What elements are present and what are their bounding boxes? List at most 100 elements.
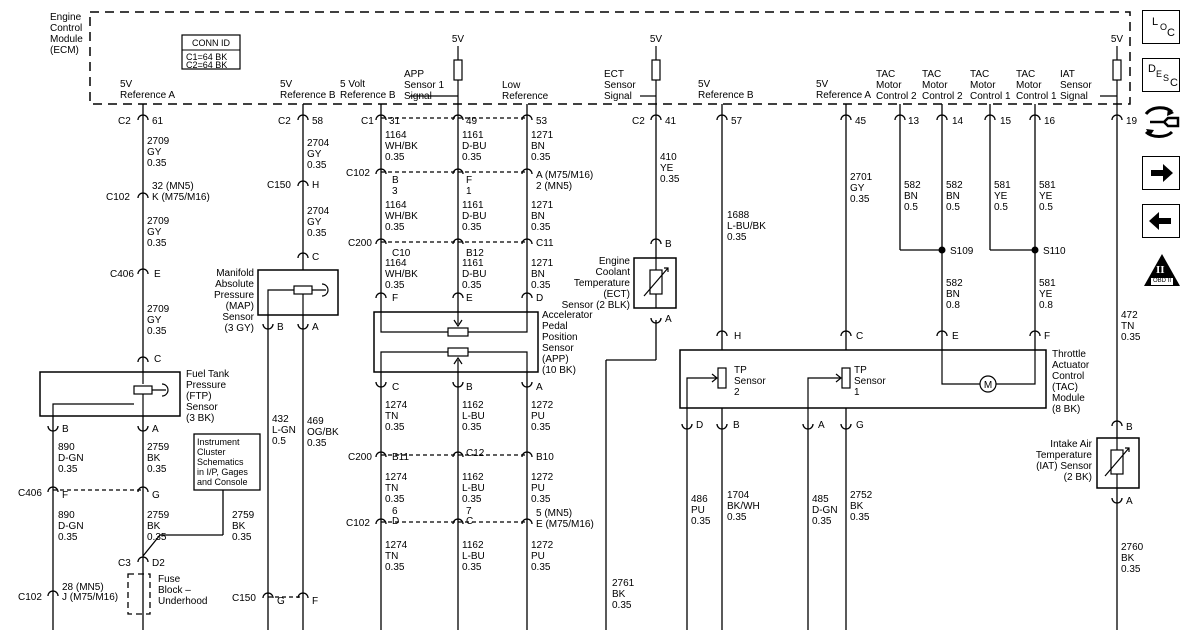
svg-text:2752: 2752 <box>850 490 873 501</box>
svg-text:Absolute: Absolute <box>215 279 254 290</box>
svg-text:C: C <box>856 331 863 342</box>
svg-text:2 (MN5): 2 (MN5) <box>536 181 572 192</box>
loc-letter: L <box>1152 16 1159 28</box>
connector-tools-icon[interactable] <box>1142 104 1182 140</box>
svg-text:0.35: 0.35 <box>1121 332 1141 343</box>
svg-text:13: 13 <box>908 116 920 127</box>
svg-text:A (M75/M16): A (M75/M16) <box>536 170 593 181</box>
svg-text:Temperature: Temperature <box>574 278 631 289</box>
svg-text:B: B <box>1126 422 1133 433</box>
svg-text:2704: 2704 <box>307 138 330 149</box>
description-button[interactable]: D E S C <box>1142 58 1180 92</box>
svg-text:0.35: 0.35 <box>531 494 551 505</box>
svg-text:G: G <box>277 596 285 607</box>
svg-text:D-BU: D-BU <box>462 211 486 222</box>
ecm-name-line: Control <box>50 23 82 34</box>
svg-text:Pedal: Pedal <box>542 321 568 332</box>
svg-text:0.35: 0.35 <box>1121 564 1141 575</box>
svg-text:Control 1: Control 1 <box>970 91 1011 102</box>
svg-text:0.35: 0.35 <box>385 422 405 433</box>
svg-text:C: C <box>312 252 319 263</box>
svg-text:582: 582 <box>946 180 963 191</box>
svg-text:L-BU: L-BU <box>462 483 485 494</box>
instrument-cluster-reference[interactable]: Instrument Cluster Schematics in I/P, Ga… <box>193 433 261 491</box>
previous-page-button[interactable] <box>1142 204 1180 238</box>
svg-text:C102: C102 <box>18 592 42 603</box>
ftp-sensor <box>39 371 181 417</box>
svg-text:D-GN: D-GN <box>58 453 84 464</box>
app-label: Accelerator Pedal Position Sensor (APP) … <box>542 310 593 376</box>
svg-text:2701: 2701 <box>850 172 873 183</box>
splice-label: S110 <box>1043 246 1066 257</box>
svg-text:1162: 1162 <box>462 400 484 411</box>
svg-text:5V: 5V <box>816 79 829 90</box>
svg-text:0.35: 0.35 <box>307 228 327 239</box>
svg-text:C12: C12 <box>466 448 485 459</box>
svg-text:WH/BK: WH/BK <box>385 141 418 152</box>
svg-text:Low: Low <box>502 80 521 91</box>
svg-text:0.35: 0.35 <box>462 222 482 233</box>
iat-label: Intake Air Temperature (IAT) Sensor (2 B… <box>1036 439 1093 483</box>
svg-text:Sensor: Sensor <box>542 343 574 354</box>
svg-text:J (M75/M16): J (M75/M16) <box>62 592 118 603</box>
svg-text:L-BU: L-BU <box>462 551 485 562</box>
svg-text:5 (MN5): 5 (MN5) <box>536 508 572 519</box>
svg-text:TAC: TAC <box>876 69 895 80</box>
svg-text:ECT: ECT <box>604 69 624 80</box>
ftp-label: Fuel Tank Pressure (FTP) Sensor (3 BK) <box>186 369 230 424</box>
obd-ii-icon[interactable]: II OBD II <box>1142 252 1182 290</box>
svg-text:L-GN: L-GN <box>272 425 296 436</box>
svg-text:0.35: 0.35 <box>812 516 832 527</box>
svg-text:1164: 1164 <box>385 258 407 269</box>
svg-text:B: B <box>277 322 284 333</box>
svg-text:D: D <box>392 516 399 527</box>
supply-label: 5V <box>452 34 465 45</box>
svg-text:0.5: 0.5 <box>946 202 960 213</box>
svg-text:GY: GY <box>307 149 322 160</box>
svg-text:A: A <box>818 420 825 431</box>
svg-text:C406: C406 <box>18 488 42 499</box>
svg-text:WH/BK: WH/BK <box>385 269 418 280</box>
svg-text:TAC: TAC <box>1016 69 1035 80</box>
svg-text:Motor: Motor <box>1016 80 1042 91</box>
svg-text:0.35: 0.35 <box>462 562 482 573</box>
svg-text:Fuse: Fuse <box>158 574 181 585</box>
svg-text:F: F <box>466 175 472 186</box>
svg-text:58: 58 <box>312 116 324 127</box>
supply-label: 5V <box>650 34 663 45</box>
fuse-block: Fuse Block – Underhood <box>127 573 207 615</box>
svg-text:1704: 1704 <box>727 490 750 501</box>
next-page-button[interactable] <box>1142 156 1180 190</box>
svg-text:C2: C2 <box>118 116 131 127</box>
svg-text:Sensor: Sensor <box>1060 80 1092 91</box>
svg-text:TAC: TAC <box>970 69 989 80</box>
svg-text:61: 61 <box>152 116 164 127</box>
svg-text:Instrument: Instrument <box>197 437 240 447</box>
svg-text:0.35: 0.35 <box>385 280 405 291</box>
svg-text:0.5: 0.5 <box>272 436 286 447</box>
svg-text:Signal: Signal <box>1060 91 1088 102</box>
ecm-name-line: Module <box>50 34 83 45</box>
svg-text:1688: 1688 <box>727 210 750 221</box>
arrow-right-icon <box>1151 164 1173 182</box>
svg-text:B11: B11 <box>392 452 409 463</box>
svg-text:BN: BN <box>946 289 960 300</box>
svg-text:0.35: 0.35 <box>385 152 405 163</box>
svg-text:B: B <box>665 239 672 250</box>
svg-text:1162: 1162 <box>462 540 484 551</box>
svg-text:410: 410 <box>660 152 677 163</box>
svg-text:0.35: 0.35 <box>385 494 405 505</box>
svg-text:TP: TP <box>854 365 867 376</box>
svg-text:C3: C3 <box>118 558 131 569</box>
svg-text:469: 469 <box>307 416 324 427</box>
svg-text:H: H <box>312 180 319 191</box>
location-button[interactable]: L O C <box>1142 10 1180 44</box>
svg-text:581: 581 <box>994 180 1011 191</box>
svg-text:57: 57 <box>731 116 743 127</box>
svg-text:YE: YE <box>660 163 674 174</box>
svg-text:Fuel Tank: Fuel Tank <box>186 369 230 380</box>
svg-text:C102: C102 <box>346 518 370 529</box>
svg-text:Control 1: Control 1 <box>1016 91 1057 102</box>
svg-text:0.35: 0.35 <box>147 464 167 475</box>
internal-supplies <box>410 46 1122 118</box>
